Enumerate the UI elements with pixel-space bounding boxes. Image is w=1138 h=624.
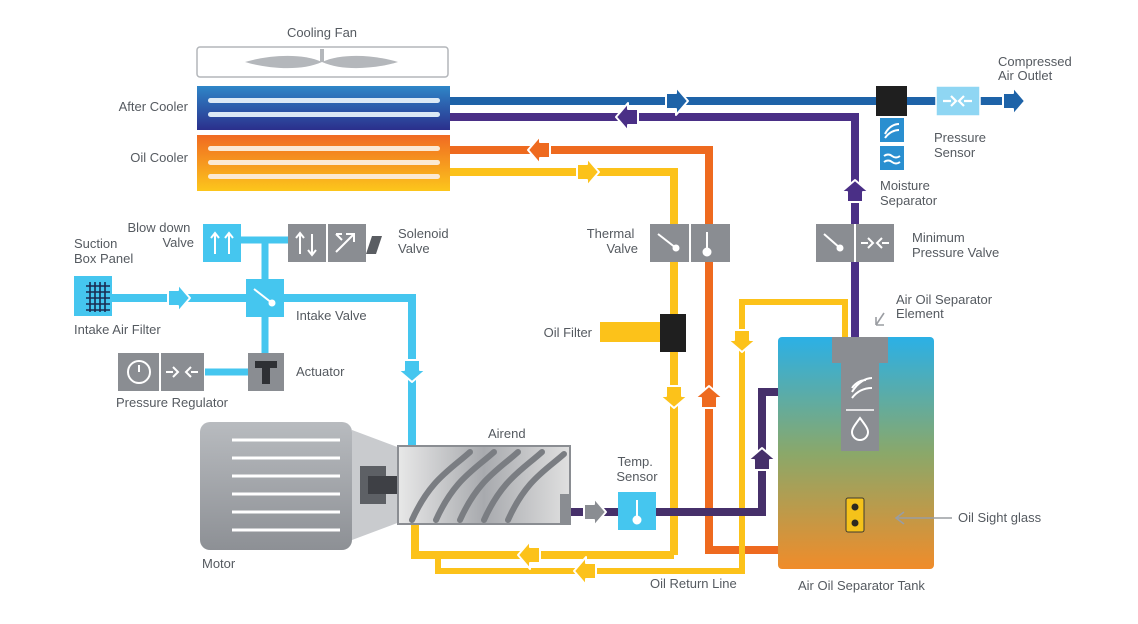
separator-element xyxy=(832,337,888,451)
arrow-icon xyxy=(840,179,870,203)
solenoid-valve: Solenoid Valve xyxy=(288,224,452,262)
after-cooler-label: After Cooler xyxy=(119,99,189,114)
minimum-pressure-valve-label: Minimum Pressure Valve xyxy=(912,230,999,260)
blow-down-valve-label: Blow down Valve xyxy=(128,220,195,250)
arrow-icon xyxy=(167,283,191,313)
arrow-icon xyxy=(694,385,724,409)
arrow-icon xyxy=(727,329,757,353)
arrow-icon xyxy=(583,497,607,527)
intake-valve: Intake Valve xyxy=(246,279,367,323)
intake-air-filter-label: Intake Air Filter xyxy=(74,322,161,337)
pressure-sensor-label: Pressure Sensor xyxy=(934,130,990,160)
valve-icon xyxy=(253,288,276,307)
thermometer-icon xyxy=(702,232,712,257)
compressed-air-outlet-label: Compressed Air Outlet xyxy=(998,54,1075,83)
oil-sight-glass xyxy=(845,497,865,533)
temp-sensor: Temp. Sensor xyxy=(616,454,658,530)
pipe-after-cooler-return xyxy=(450,113,859,340)
cooling-fan: Cooling Fan xyxy=(196,25,449,78)
actuator-label: Actuator xyxy=(296,364,345,379)
arrow-icon xyxy=(615,102,639,132)
motor-label: Motor xyxy=(202,556,236,571)
pipes xyxy=(112,97,1012,574)
thermal-valve-label: Thermal Valve xyxy=(587,226,638,256)
droplet-icon xyxy=(850,416,870,441)
flow-arrows xyxy=(167,86,1026,586)
moisture-separator-label: Moisture Separator xyxy=(880,178,938,208)
arrow-icon xyxy=(517,540,541,570)
cooling-fan-label: Cooling Fan xyxy=(287,25,357,40)
moisture-separator: Moisture Separator xyxy=(876,86,938,208)
airend: Airend xyxy=(397,426,571,525)
fan-icon xyxy=(245,49,398,69)
oil-sight-glass-label: Oil Sight glass xyxy=(958,510,1042,525)
gauge-icon xyxy=(127,360,151,384)
arrow-icon xyxy=(1002,86,1026,116)
suction-box-panel-label: Suction Box Panel xyxy=(74,236,133,266)
pressure-regulator: Pressure Regulator xyxy=(116,353,229,410)
pressure-regulator-label: Pressure Regulator xyxy=(116,395,229,410)
oil-return-line-label: Oil Return Line xyxy=(650,576,737,591)
arrow-icon xyxy=(659,385,689,409)
air-oil-separator-element-label: Air Oil Separator Element xyxy=(896,292,996,321)
after-cooler: After Cooler xyxy=(119,86,450,130)
intake-valve-label: Intake Valve xyxy=(296,308,367,323)
thermometer-icon xyxy=(632,500,642,525)
filter-grid-icon xyxy=(86,282,110,312)
pipe-intake-air xyxy=(112,294,416,448)
oil-filter-label: Oil Filter xyxy=(544,325,593,340)
oil-cooler-label: Oil Cooler xyxy=(130,150,188,165)
oil-cooler: Oil Cooler xyxy=(130,135,450,191)
air-oil-separator-tank: Air Oil Separator Tank xyxy=(778,337,934,593)
moisture-icon xyxy=(884,123,900,139)
valve-icon xyxy=(657,233,680,252)
arrow-icon xyxy=(576,157,600,187)
solenoid-valve-label: Solenoid Valve xyxy=(398,226,452,256)
temp-sensor-label: Temp. Sensor xyxy=(616,454,658,484)
arrow-icon xyxy=(397,359,427,383)
intake-air-filter: Suction Box Panel Intake Air Filter xyxy=(74,236,161,337)
arrow-icon xyxy=(573,556,597,586)
motor: Motor xyxy=(200,422,400,571)
airend-label: Airend xyxy=(488,426,526,441)
actuator: Actuator xyxy=(248,353,345,391)
arrow-icon xyxy=(747,447,777,471)
pipe-oil-return-lower xyxy=(435,299,848,574)
air-oil-separator-tank-label: Air Oil Separator Tank xyxy=(798,578,925,593)
pressure-sensor: Pressure Sensor xyxy=(934,85,990,160)
pipe-cooled-oil xyxy=(450,168,678,555)
valve-icon xyxy=(823,233,844,252)
blow-down-valve: Blow down Valve xyxy=(128,220,241,262)
thermal-valve: Thermal Valve xyxy=(587,224,730,262)
arrow-icon xyxy=(665,86,689,116)
oil-filter: Oil Filter xyxy=(544,314,686,352)
arrow-icon xyxy=(527,135,551,165)
minimum-pressure-valve: Minimum Pressure Valve xyxy=(816,224,999,262)
